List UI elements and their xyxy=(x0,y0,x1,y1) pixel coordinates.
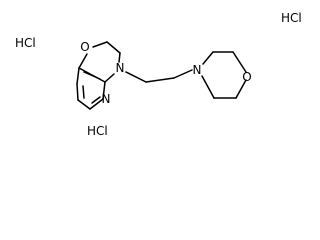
structure-diagram: O N N N O HCl HCl HCl xyxy=(15,11,302,138)
bond-ch2a-ch2b xyxy=(145,77,175,83)
bond-layer xyxy=(76,41,247,110)
ring-oxygen-label: O xyxy=(80,40,89,54)
bond-n4-ch2a xyxy=(125,71,147,83)
bond-c2-c3 xyxy=(106,41,121,54)
bond-double-c8-c7 xyxy=(82,85,85,99)
bond-c8a-c8 xyxy=(76,67,80,85)
bond-double-c6-n5 xyxy=(91,96,101,104)
pyridine-nitrogen-label: N xyxy=(102,92,111,106)
hcl-label-left: HCl xyxy=(15,36,36,50)
bond-n5-c4a xyxy=(102,81,106,100)
ring-nitrogen-label: N xyxy=(116,61,125,75)
bond-c4m-nm xyxy=(201,75,215,99)
bond-c8-c7 xyxy=(76,83,79,101)
bond-c7-c6 xyxy=(77,99,91,110)
hcl-label-right: HCl xyxy=(281,11,302,25)
bond-ch2b-nm xyxy=(173,69,193,79)
morpholine-nitrogen-label: N xyxy=(193,63,202,77)
bond-om-c3m xyxy=(235,79,247,99)
morpholine-oxygen-label: O xyxy=(242,70,251,84)
bond-n4-c4a xyxy=(104,73,115,83)
salt-layer: HCl HCl HCl xyxy=(15,11,302,138)
atom-layer: O N N N O xyxy=(80,40,251,106)
bond-double-c4a-c8a xyxy=(83,71,101,80)
bond-c6-n5 xyxy=(89,98,104,110)
hcl-label-bottom: HCl xyxy=(87,124,108,138)
bond-c3-n4 xyxy=(118,52,121,63)
bond-c8a-o1 xyxy=(78,53,88,69)
bond-o1-c2 xyxy=(92,41,108,48)
bond-c2m-om xyxy=(232,51,247,73)
bond-nm-c1 xyxy=(202,51,214,65)
